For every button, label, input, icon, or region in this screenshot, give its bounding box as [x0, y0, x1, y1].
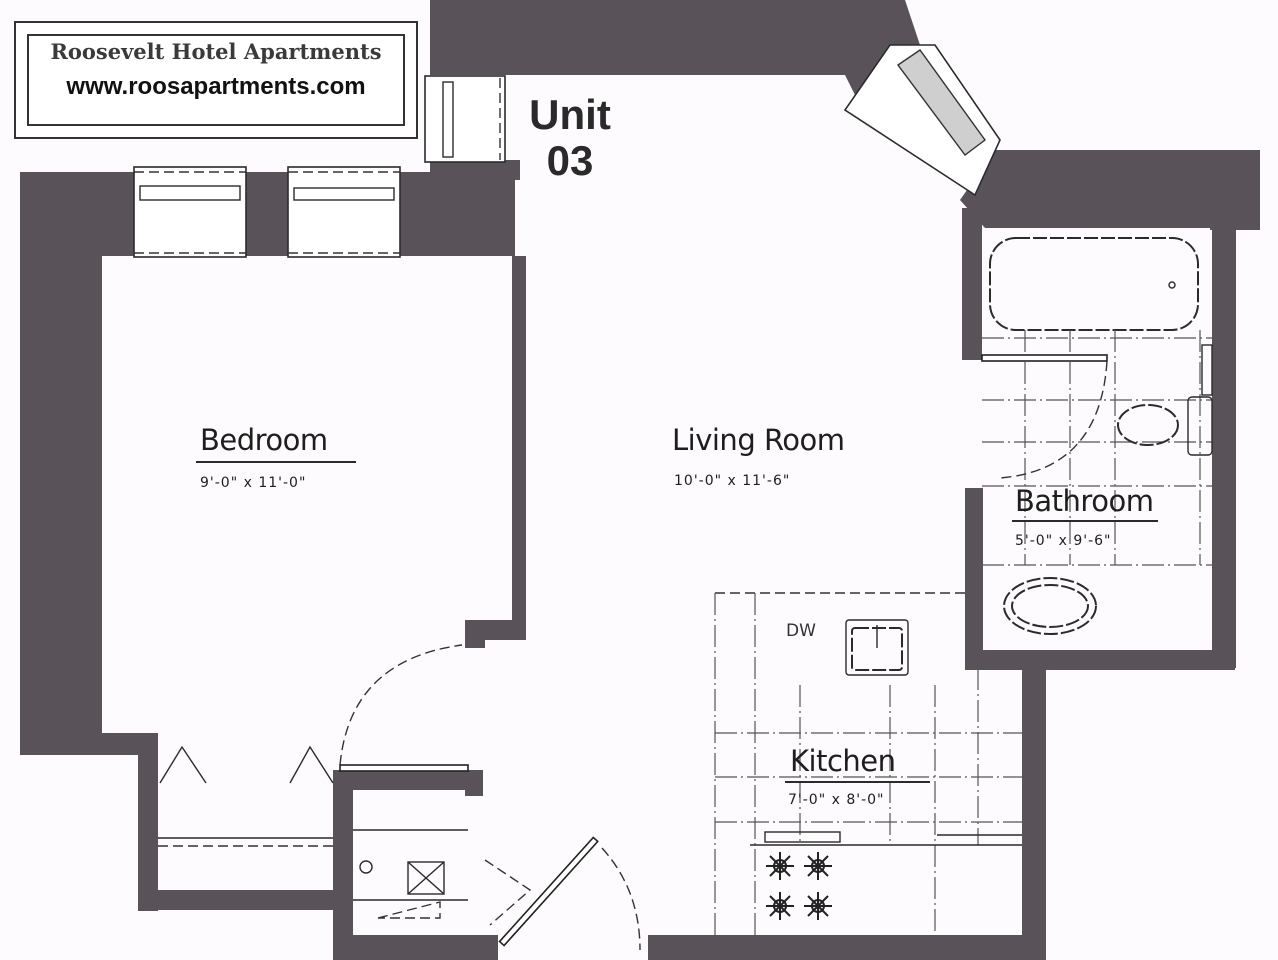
- brand-title: Roosevelt Hotel Apartments: [50, 39, 382, 64]
- unit-number: 03: [546, 137, 594, 184]
- brand-url[interactable]: www.roosapartments.com: [66, 73, 366, 100]
- doors: [158, 644, 641, 951]
- sink-icon: [1003, 577, 1097, 635]
- toilet-icon: [1117, 404, 1179, 446]
- kitchen-dimensions: 7'-0" x 8'-0": [788, 792, 885, 808]
- bedroom-underline: [196, 461, 356, 463]
- kitchen-underline: [785, 781, 930, 783]
- dishwasher-label: DW: [786, 621, 816, 641]
- bathroom-fixtures: [981, 237, 1213, 635]
- kitchen-name: Kitchen: [790, 744, 896, 778]
- bathtub-icon: [989, 237, 1199, 331]
- bedroom-name: Bedroom: [200, 423, 328, 457]
- bathroom-name: Bathroom: [1015, 484, 1154, 518]
- brand-box: Roosevelt Hotel Apartments www.roosapart…: [14, 21, 418, 139]
- walls: [20, 0, 1260, 960]
- living-room-dimensions: 10'-0" x 11'-6": [674, 473, 791, 489]
- living-room-name: Living Room: [672, 423, 845, 457]
- bedroom-dimensions: 9'-0" x 11'-0": [200, 475, 307, 491]
- unit-label-line1: Unit: [529, 91, 611, 138]
- bathroom-underline: [1012, 520, 1158, 522]
- stove-icon: [766, 852, 832, 920]
- unit-label: Unit 03: [520, 92, 620, 184]
- kitchen-sink-icon: [845, 619, 909, 676]
- bathroom-dimensions: 5'-0" x 9'-6": [1015, 533, 1112, 549]
- water-heater-icon: [407, 861, 445, 895]
- brand-box-inner-border: [27, 34, 405, 126]
- windows: [133, 44, 1001, 258]
- kitchen-fixtures: [714, 592, 1022, 935]
